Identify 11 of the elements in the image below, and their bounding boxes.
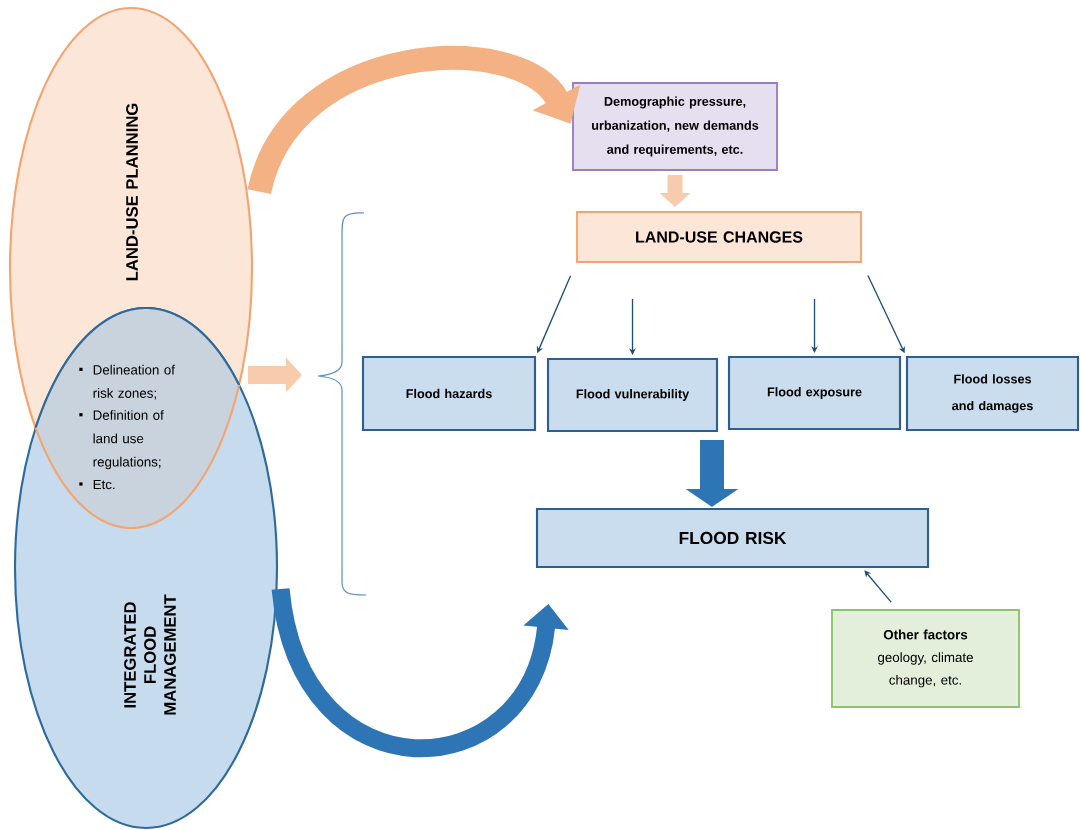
block-arrow [247,46,581,196]
arrow [864,570,892,603]
process-box: Flood losses and damages [905,355,1080,432]
overlap-region: Delineation of risk zones; Definition of land use regulations; Etc. [34,306,241,530]
process-box: LAND-USE CHANGES [576,211,862,263]
process-box: Flood vulnerability [546,357,719,433]
process-box: Demographic pressure, urbanization, new demands and requirements, etc. [572,82,778,171]
process-box: Flood exposure [727,355,902,431]
note-box: Other factors geology, climate change, etc. [831,609,1020,708]
result-box: FLOOD RISK [535,507,930,569]
process-box: Flood hazards [361,355,537,432]
